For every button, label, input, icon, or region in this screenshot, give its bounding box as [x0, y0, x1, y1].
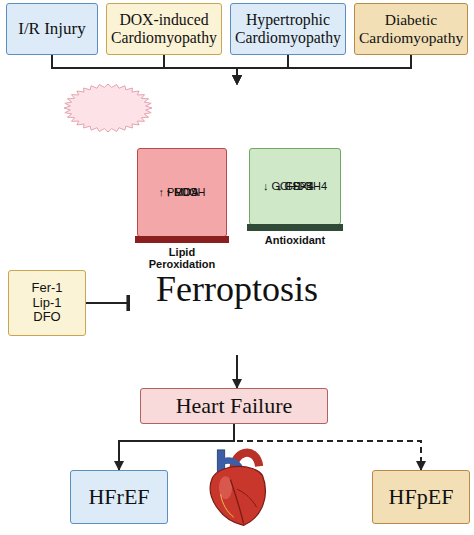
- cause-box: Hypertrophic Cardiomyopathy: [230, 3, 346, 55]
- inhibitor-name: Lip-1: [13, 296, 81, 311]
- scale-pan-base: [247, 224, 343, 231]
- flow-arrow: [234, 424, 421, 470]
- starburst-outline: [62, 82, 154, 134]
- scale-pan-box: ↓ GPX4↓ FSP1↓ GCH1-BH4Antioxidant: [249, 148, 341, 225]
- cause-label: I/R Injury: [11, 19, 93, 39]
- cause-box: DOX-induced Cardiomyopathy: [106, 3, 222, 55]
- marker-item: ↑ MDA: [138, 186, 226, 199]
- cause-label: Diabetic Cardiomyopathy: [359, 11, 463, 47]
- inhibition-line: [86, 302, 128, 304]
- inhibitor-name: DFO: [13, 310, 81, 325]
- scale-pan-box: ↑ ROS↑ PLOOH↑ MDALipid Peroxidation: [137, 148, 227, 237]
- scale-pan-base: [135, 236, 229, 243]
- pan-heading: Antioxidant: [250, 234, 340, 246]
- heart-illustration: [210, 450, 265, 525]
- subtype-box: HFrEF: [70, 470, 168, 524]
- pan-heading: Lipid Peroxidation: [138, 246, 226, 270]
- marker-item: ↓ GCH1-BH4: [250, 180, 340, 193]
- subtype-box: HFpEF: [372, 470, 470, 524]
- cause-label: Hypertrophic Cardiomyopathy: [235, 11, 341, 47]
- flow-arrow: [237, 55, 411, 84]
- starburst-shape: [64, 84, 152, 132]
- cause-box: I/R Injury: [6, 3, 98, 55]
- cause-label: DOX-induced Cardiomyopathy: [111, 11, 217, 47]
- subtype-label: HFpEF: [377, 484, 465, 509]
- outcome-box: Heart Failure: [140, 388, 328, 424]
- subtype-label: HFrEF: [75, 484, 163, 509]
- flow-arrow: [119, 424, 234, 470]
- outcome-label: Heart Failure: [145, 393, 323, 418]
- flow-arrow: [236, 355, 238, 388]
- inhibitor-box: Fer-1Lip-1DFO: [8, 270, 86, 336]
- inhibitor-name: Fer-1: [13, 281, 81, 296]
- ferroptosis-title: Ferroptosis: [62, 268, 412, 310]
- flow-arrow: [164, 55, 237, 84]
- flow-arrow: [52, 55, 237, 84]
- ferroptosis-starburst: Ferroptosis ↑ ROS↑ PLOOH↑ MDALipid Peroxi…: [62, 82, 412, 357]
- flow-arrow: [237, 55, 288, 84]
- balance-scale: [144, 105, 154, 134]
- cause-box: Diabetic Cardiomyopathy: [354, 3, 468, 55]
